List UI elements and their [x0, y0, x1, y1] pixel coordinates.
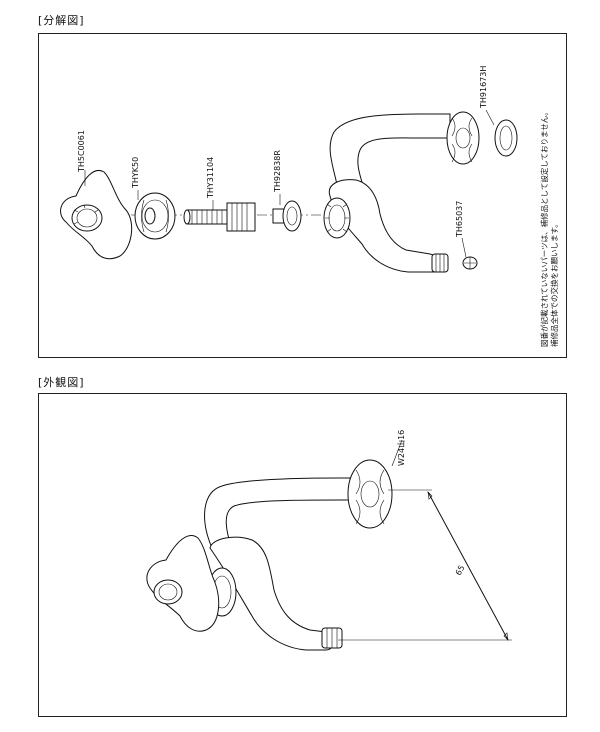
part-label-cap: THYK50: [131, 157, 140, 189]
cap-part: [134, 192, 176, 240]
exploded-drawing: TH5C0061 THYK50 THY31104 TH92838R TH9167…: [60, 66, 559, 347]
union-nut-part: [446, 111, 480, 165]
thread-spec-label: W24山16: [396, 430, 406, 466]
packing-part: [272, 200, 302, 232]
gasket-part: [494, 119, 518, 157]
faucet-body-part: [323, 113, 451, 273]
part-label-handle: TH5C0061: [77, 130, 86, 173]
part-label-spindle: THY31104: [206, 157, 215, 199]
exterior-view-frame: [38, 393, 567, 717]
part-label-hose-end: TH65037: [455, 201, 464, 238]
exploded-view-frame: [38, 33, 567, 358]
hose-end-part: [462, 256, 478, 270]
part-label-packing: TH92838R: [273, 150, 282, 193]
part-label-nut: TH91673H: [479, 66, 488, 109]
note-line-1: 図番が記載されていないパーツは、補修品として設定しておりません。: [539, 108, 549, 347]
spindle-part: [183, 202, 256, 232]
exterior-view-label: [外観図]: [38, 376, 85, 389]
exploded-view-label: [分解図]: [38, 14, 85, 27]
note-line-2: 補修品全体での交換をお願いします。: [549, 220, 559, 347]
exterior-drawing: W24山16 65: [146, 430, 512, 651]
handle-part: [60, 170, 133, 260]
dimension-label: 65: [454, 564, 467, 577]
